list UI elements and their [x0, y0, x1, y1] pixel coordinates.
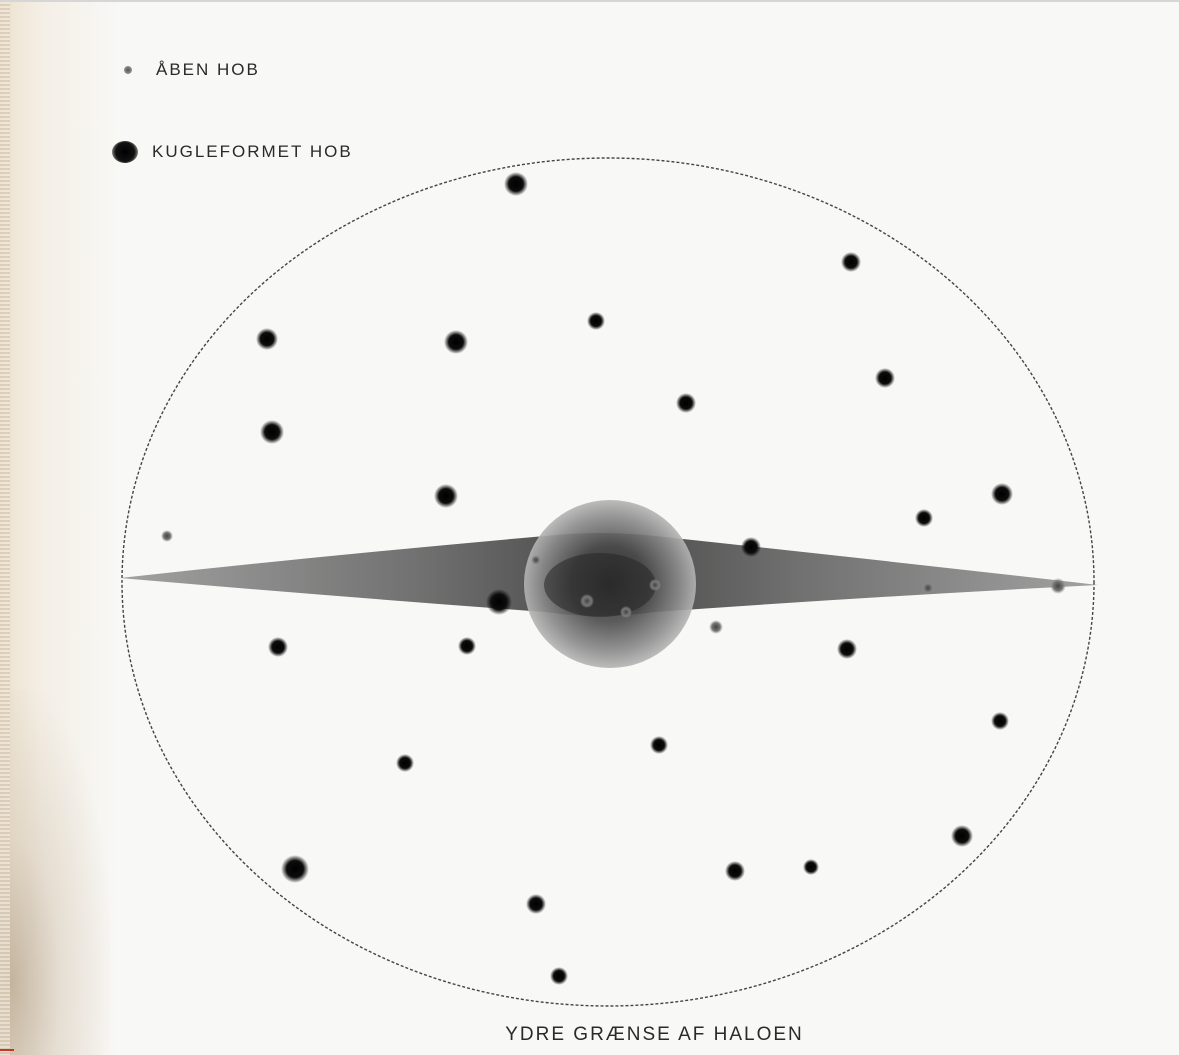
globular-cluster-icon	[112, 141, 138, 163]
legend-globular-cluster: KUGLEFORMET HOB	[112, 141, 353, 163]
open-cluster	[709, 620, 723, 634]
globular-cluster	[281, 855, 309, 883]
globular-cluster	[444, 330, 468, 354]
legend-open-cluster-label: ÅBEN HOB	[156, 60, 260, 80]
globular-cluster	[676, 393, 696, 413]
open-cluster	[161, 530, 173, 542]
globular-cluster	[991, 483, 1013, 505]
globular-cluster	[915, 509, 933, 527]
globular-cluster	[434, 484, 458, 508]
open-cluster	[1050, 578, 1066, 594]
globular-cluster	[268, 637, 288, 657]
legend-open-cluster: ÅBEN HOB	[118, 60, 260, 80]
globular-cluster	[725, 861, 745, 881]
globular-cluster	[650, 736, 668, 754]
globular-cluster	[587, 312, 605, 330]
open-cluster	[922, 582, 934, 594]
globular-cluster	[504, 172, 528, 196]
globular-cluster	[396, 754, 414, 772]
globular-cluster	[550, 967, 568, 985]
legend-globular-cluster-label: KUGLEFORMET HOB	[152, 142, 353, 162]
globular-cluster	[260, 420, 284, 444]
open-cluster	[580, 594, 594, 608]
globular-cluster	[837, 639, 857, 659]
globular-cluster	[991, 712, 1009, 730]
globular-cluster	[875, 368, 895, 388]
open-cluster	[620, 606, 632, 618]
open-cluster	[531, 555, 541, 565]
globular-cluster	[486, 589, 512, 615]
globular-cluster	[526, 894, 546, 914]
globular-cluster	[458, 637, 476, 655]
open-cluster	[649, 579, 661, 591]
globular-cluster	[256, 328, 278, 350]
globular-cluster	[841, 252, 861, 272]
open-cluster-icon	[124, 66, 132, 74]
bulge-core	[544, 553, 656, 617]
globular-cluster	[951, 825, 973, 847]
halo-boundary-caption: YDRE GRÆNSE AF HALOEN	[0, 1024, 1179, 1046]
globular-cluster	[741, 537, 761, 557]
globular-cluster	[803, 859, 819, 875]
